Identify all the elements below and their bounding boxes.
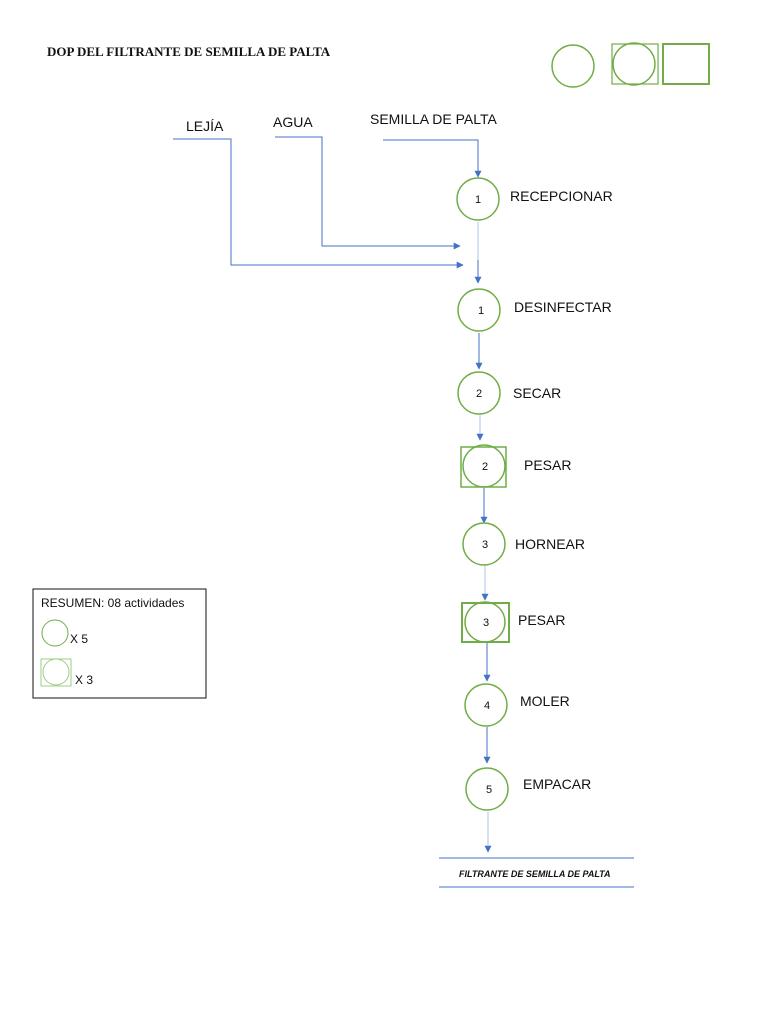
summary-legend: RESUMEN: 08 actividades X 5 X 3 bbox=[32, 588, 207, 699]
step-number: 5 bbox=[486, 784, 492, 796]
final-product: FILTRANTE DE SEMILLA DE PALTA bbox=[439, 857, 634, 888]
step-number: 1 bbox=[475, 194, 481, 206]
step-number: 3 bbox=[483, 617, 489, 629]
step-recepcionar: 1 RECEPCIONAR bbox=[456, 177, 613, 221]
operation-icon bbox=[465, 767, 509, 811]
legend-title: RESUMEN: 08 actividades bbox=[41, 596, 184, 610]
combined-count: X 3 bbox=[75, 673, 93, 687]
operation-icon bbox=[457, 288, 501, 332]
operation-icon bbox=[462, 522, 506, 566]
step-number: 4 bbox=[484, 700, 490, 712]
step-number: 3 bbox=[482, 539, 488, 551]
product-label: FILTRANTE DE SEMILLA DE PALTA bbox=[459, 869, 611, 879]
step-number: 1 bbox=[478, 305, 484, 317]
semilla-input-line bbox=[383, 139, 482, 178]
step-label: PESAR bbox=[524, 457, 571, 473]
agua-input-line bbox=[275, 136, 461, 250]
step-label: HORNEAR bbox=[515, 536, 585, 552]
page-title: DOP DEL FILTRANTE DE SEMILLA DE PALTA bbox=[47, 44, 331, 59]
combined-symbol-circle-icon bbox=[612, 42, 656, 86]
step-label: EMPACAR bbox=[523, 776, 591, 792]
step-empacar: 5 EMPACAR bbox=[465, 767, 591, 811]
operation-icon bbox=[457, 371, 501, 415]
step-number: 2 bbox=[476, 388, 482, 400]
step-label: DESINFECTAR bbox=[514, 299, 612, 315]
step-desinfectar: 1 DESINFECTAR bbox=[457, 288, 612, 332]
step-number: 2 bbox=[482, 461, 488, 473]
step-label: RECEPCIONAR bbox=[510, 188, 613, 204]
input-lines bbox=[173, 136, 482, 269]
lejia-input-line bbox=[173, 138, 464, 269]
step-label: SECAR bbox=[513, 385, 561, 401]
input-lejia: LEJÍA bbox=[186, 118, 224, 134]
combined-symbol-square-icon bbox=[611, 43, 659, 85]
header-symbols bbox=[551, 42, 710, 88]
step-secar: 2 SECAR bbox=[457, 371, 561, 415]
input-semilla: SEMILLA DE PALTA bbox=[370, 111, 497, 127]
flow-connectors bbox=[474, 222, 492, 853]
step-hornear: 3 HORNEAR bbox=[462, 522, 585, 566]
step-label: PESAR bbox=[518, 612, 565, 628]
combined-circle-icon bbox=[464, 601, 506, 643]
inspection-symbol-icon bbox=[662, 43, 710, 85]
combined-legend-circle-icon bbox=[42, 658, 70, 686]
combined-circle-icon bbox=[462, 444, 506, 488]
step-pesar-1: 2 PESAR bbox=[460, 444, 571, 488]
operation-icon bbox=[464, 683, 508, 727]
operation-count: X 5 bbox=[70, 632, 88, 646]
step-label: MOLER bbox=[520, 693, 570, 709]
operation-icon bbox=[456, 177, 500, 221]
operation-legend-icon bbox=[41, 619, 69, 647]
input-agua: AGUA bbox=[273, 114, 313, 130]
operation-symbol-icon bbox=[551, 44, 595, 88]
step-moler: 4 MOLER bbox=[464, 683, 570, 727]
step-pesar-2: 3 PESAR bbox=[461, 601, 565, 643]
